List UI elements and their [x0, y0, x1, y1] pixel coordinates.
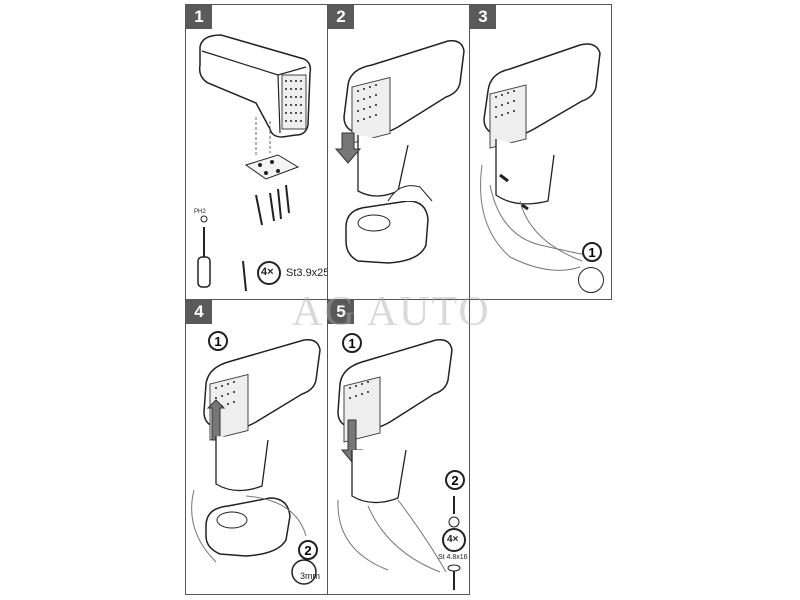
step-4-panel: 4 1 2 3mm [185, 299, 328, 595]
hex-key-size-label: 3mm [300, 571, 320, 581]
step-3-panel: 3 1 [469, 4, 612, 300]
armrest-final-illustration [337, 338, 466, 590]
screw-spec-label: St 4.8x16 [438, 554, 468, 561]
screw-count-label: 4× [447, 534, 459, 545]
step-2-panel: 2 [327, 4, 470, 300]
step-number-badge: 3 [470, 5, 496, 29]
step-number-badge: 2 [328, 5, 354, 29]
screw-spec-label: St3.9x25 [286, 267, 330, 279]
screw-count-label: 4× [261, 266, 274, 278]
callout-1: 1 [208, 331, 228, 351]
step-number-badge: 4 [186, 300, 212, 324]
callout-2: 2 [445, 470, 465, 490]
armrest-assembly-illustration [197, 34, 312, 292]
watermark: AG AUTO [292, 289, 491, 335]
armrest-install-illustration [334, 39, 465, 264]
armrest-base-illustration [191, 338, 321, 585]
callout-2: 2 [298, 540, 318, 560]
step-number-badge: 5 [328, 300, 354, 324]
screwdriver-type-label: PH2 [194, 209, 206, 215]
callout-1: 1 [582, 242, 602, 262]
step-5-panel: 5 1 2 4× St 4.8x16 [327, 299, 470, 595]
clip-detail-icon [578, 267, 604, 293]
step-1-panel: 1 PH2 4× St3.9x25 [185, 4, 330, 300]
armrest-attach-illustration [480, 43, 601, 271]
step-number-badge: 1 [186, 5, 212, 29]
callout-1: 1 [342, 333, 362, 353]
